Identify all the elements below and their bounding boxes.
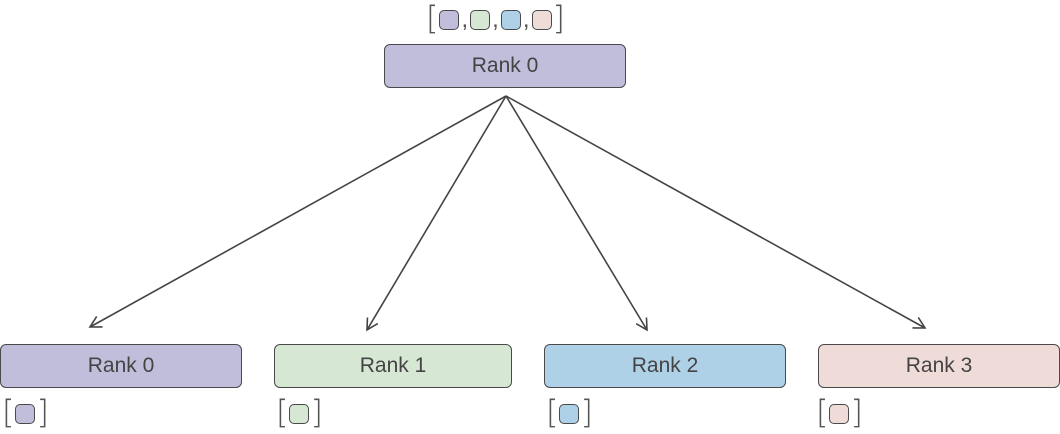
child-rank-2-data-list: [ ] — [546, 393, 593, 431]
data-chip-green — [470, 10, 491, 30]
child-rank-label: Rank 1 — [359, 354, 427, 377]
child-rank-1-node: Rank 1 — [274, 344, 512, 388]
arrow-to-rank-1 — [366, 95, 507, 332]
open-bracket: [ — [816, 393, 829, 431]
child-rank-label: Rank 0 — [87, 354, 155, 377]
close-bracket: ] — [310, 393, 323, 431]
data-chip-blue — [500, 10, 521, 30]
data-chip-green — [289, 404, 310, 424]
data-chip-purple — [15, 404, 36, 424]
child-rank-label: Rank 2 — [631, 354, 699, 377]
comma: , — [492, 6, 499, 33]
root-rank-node: Rank 0 — [384, 44, 626, 88]
open-bracket: [ — [546, 393, 559, 431]
data-chip-pink — [531, 10, 552, 30]
arrow-to-rank-3 — [505, 95, 927, 329]
close-bracket: ] — [850, 393, 863, 431]
root-rank-label: Rank 0 — [471, 54, 539, 77]
child-rank-0-data-list: [ ] — [2, 393, 49, 431]
data-chip-blue — [559, 404, 580, 424]
child-rank-1-data-list: [ ] — [276, 393, 323, 431]
close-bracket: ] — [552, 0, 565, 37]
close-bracket: ] — [580, 393, 593, 431]
child-rank-0-node: Rank 0 — [0, 344, 242, 388]
comma: , — [461, 6, 469, 33]
child-rank-3-data-list: [ ] — [816, 393, 863, 431]
arrow-to-rank-0 — [88, 95, 507, 328]
open-bracket: [ — [426, 0, 439, 37]
close-bracket: ] — [36, 393, 49, 431]
open-bracket: [ — [2, 393, 15, 431]
data-chip-purple — [439, 10, 460, 30]
open-bracket: [ — [276, 393, 289, 431]
child-rank-3-node: Rank 3 — [818, 344, 1060, 388]
arrow-to-rank-2 — [505, 95, 648, 332]
child-rank-2-node: Rank 2 — [544, 344, 786, 388]
child-rank-label: Rank 3 — [905, 354, 973, 377]
root-data-list: [ , , , ] — [426, 0, 565, 37]
comma: , — [522, 6, 530, 33]
data-chip-pink — [829, 404, 850, 424]
